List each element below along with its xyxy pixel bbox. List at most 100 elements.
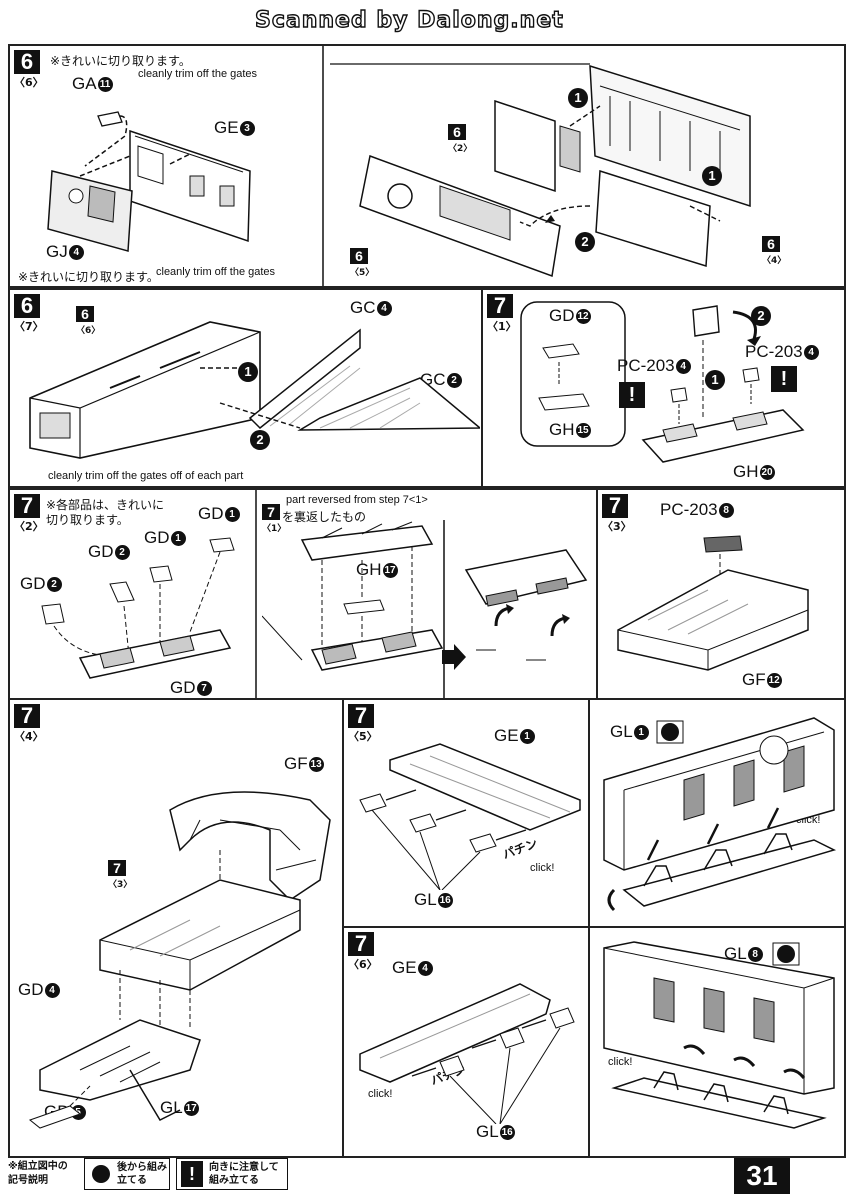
- substep-label: 〈6〉: [14, 76, 44, 89]
- ref-step-6-2: 6: [448, 124, 466, 140]
- order-arrow-1b: 1: [702, 166, 722, 186]
- step7-4-diagram: [28, 791, 331, 1129]
- step-number: 7: [487, 294, 513, 318]
- step-number: 7: [348, 704, 374, 728]
- reversed-note-jp: を裏返したもの: [282, 510, 367, 524]
- order-arrow-2: 2: [575, 232, 595, 252]
- step6-panel-top: 6 〈6〉 ※きれいに切り取ります。 cleanly trim off the …: [8, 44, 846, 288]
- panel-divider: [255, 490, 257, 702]
- step6-7-diagram: [29, 321, 480, 459]
- ref-sub-7-1: 〈1〉: [262, 524, 287, 534]
- step6-left-diagram: [47, 111, 251, 252]
- scan-credit: Scanned by Dalong.net: [254, 7, 564, 33]
- legend-bar: ※組立図中の記号説明 後から組み立てる ! 向きに注意して組み立てる: [8, 1158, 298, 1192]
- assemble-later-icon: [92, 1165, 110, 1183]
- step7-1-inset-frame: [520, 301, 626, 447]
- step-number: 6: [14, 50, 40, 74]
- ref-step-6-5: 6: [350, 248, 368, 264]
- trim-note-jp-2: ※きれいに切り取ります。: [18, 270, 159, 284]
- ref-step-6-6: 6: [76, 306, 94, 322]
- ref-sub-7-3: 〈3〉: [108, 880, 133, 890]
- assemble-later-icon: [772, 942, 800, 966]
- legend-warn-label: 向きに注意して組み立てる: [209, 1162, 279, 1186]
- step7-3-diagram: [617, 535, 809, 671]
- step7-panel-6-result: GL8 パチン click!: [588, 926, 846, 1158]
- step-number: 7: [348, 932, 374, 956]
- click-note: click!: [530, 862, 555, 874]
- step7-6-result-diagram: [603, 941, 835, 1129]
- substep-label: 〈3〉: [602, 520, 632, 533]
- trim-note-jp: ※各部品は、きれいに切り取ります。: [46, 498, 165, 527]
- ref-step-7-1: 7: [262, 504, 280, 520]
- ref-step-7-3: 7: [108, 860, 126, 876]
- legend-back-item: 後から組み立てる: [84, 1158, 170, 1190]
- step-number: 7: [14, 494, 40, 518]
- legend-back-label: 後から組み立てる: [117, 1162, 167, 1186]
- order-arrow-2: 2: [751, 306, 771, 326]
- ref-sub-6-2: 〈2〉: [448, 144, 473, 154]
- ref-sub-6-4: 〈4〉: [762, 256, 787, 266]
- step7-2-right-diagram: [464, 549, 588, 661]
- step7-2-left-diagram: [41, 537, 235, 679]
- substep-label: 〈1〉: [487, 320, 517, 333]
- click-note: click!: [608, 1056, 633, 1068]
- trim-note-jp-1: ※きれいに切り取ります。: [50, 54, 191, 68]
- panel-divider: [322, 46, 324, 286]
- proceed-arrow-icon: [442, 644, 466, 670]
- step7-panel-5-result: GL1 パチン click!: [588, 698, 846, 928]
- step7-5-diagram: [359, 743, 581, 890]
- click-note: click!: [368, 1088, 393, 1100]
- order-arrow-2: 2: [250, 430, 270, 450]
- ref-sub-6-5: 〈5〉: [350, 268, 375, 278]
- orientation-warning-icon: !: [771, 366, 797, 392]
- step7-1-diagram: [641, 305, 805, 463]
- legend-title: ※組立図中の記号説明: [8, 1161, 68, 1186]
- ref-sub-6-6: 〈6〉: [76, 326, 101, 336]
- orientation-warning-icon: !: [181, 1161, 203, 1187]
- step7-6-diagram: [359, 983, 575, 1124]
- order-arrow-1a: 1: [568, 88, 588, 108]
- trim-note-en-1: cleanly trim off the gates: [138, 68, 258, 80]
- step7-2-mid-diagram: [262, 521, 444, 671]
- panel-divider: [443, 520, 445, 700]
- substep-label: 〈7〉: [14, 320, 44, 333]
- substep-label: 〈2〉: [14, 520, 44, 533]
- trim-note-en-2: cleanly trim off the gates: [156, 266, 276, 278]
- ref-step-6-4: 6: [762, 236, 780, 252]
- orientation-warning-icon: !: [619, 382, 645, 408]
- legend-warn-item: ! 向きに注意して組み立てる: [176, 1158, 288, 1190]
- step-number: 7: [602, 494, 628, 518]
- order-arrow-1: 1: [705, 370, 725, 390]
- substep-label: 〈6〉: [348, 958, 378, 971]
- page-number: 31: [734, 1158, 790, 1194]
- trim-note-en: cleanly trim off the gates off of each p…: [48, 470, 244, 482]
- assemble-later-icon: [656, 720, 684, 744]
